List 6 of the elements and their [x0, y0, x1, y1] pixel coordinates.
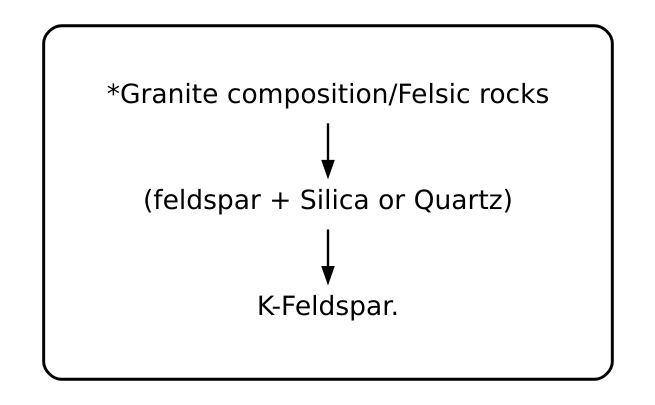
arrow	[320, 123, 334, 180]
node-text: *Granite composition/Felsic rocks	[106, 78, 549, 110]
node-text: (feldspar + Silica or Quartz)	[142, 184, 513, 216]
node-text: K-Feldspar.	[256, 291, 399, 322]
cluster	[42, 24, 614, 381]
arrow	[320, 229, 334, 286]
